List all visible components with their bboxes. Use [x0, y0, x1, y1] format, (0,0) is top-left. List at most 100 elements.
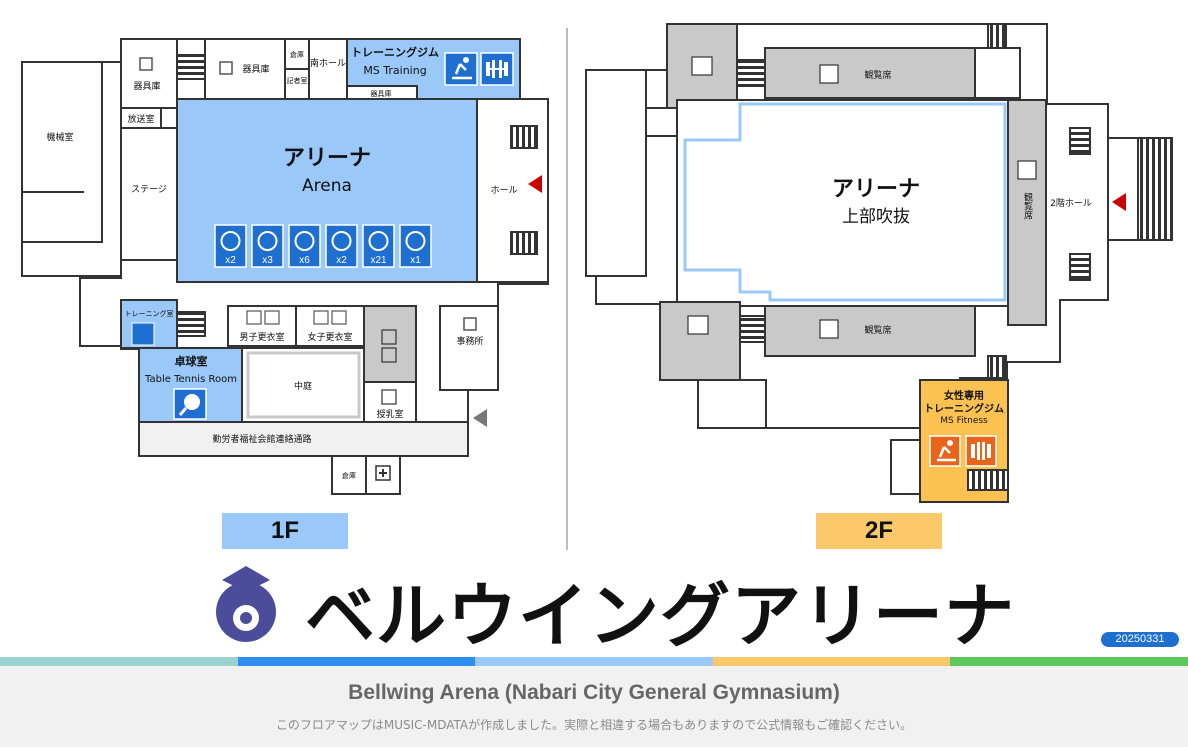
label-corridor: 勤労者福祉会館連絡通路 — [212, 433, 311, 445]
label-hall-2f: 2階ホール — [1050, 198, 1092, 209]
entrance-arrow-icon — [1112, 193, 1126, 211]
label-women-gym-1: 女性専用 — [944, 389, 984, 402]
label-women-gym-2: トレーニングジム — [924, 402, 1004, 415]
label-courtyard: 中庭 — [294, 380, 312, 392]
seat-icon — [819, 64, 839, 84]
label-arena-2f-title: アリーナ — [832, 177, 920, 202]
sport-count-label: x21 — [370, 255, 387, 266]
icons-1f — [139, 57, 477, 481]
label-nursing: 授乳室 — [376, 408, 403, 420]
table-tennis-icon — [362, 224, 395, 268]
corridor-link[interactable] — [138, 421, 469, 457]
room-nursing[interactable] — [363, 381, 417, 423]
seats-right[interactable] — [1007, 99, 1047, 326]
basketball-icon-glyph — [220, 231, 241, 251]
label-arena-sub: Arena — [302, 176, 352, 196]
label-seats-bottom: 観覧席 — [864, 324, 891, 336]
tennis-icon-glyph — [331, 231, 352, 251]
floor-2f — [585, 23, 1173, 503]
label-training-gym-title: トレーニングジム — [351, 45, 439, 59]
strip-segment — [0, 657, 238, 666]
label-training-gym-sub: MS Training — [363, 64, 426, 77]
label-kiguko-small: 器具庫 — [371, 89, 392, 98]
footer-note: このフロアマップはMUSIC-MDATAが作成しました。実際と相違する場合もあり… — [275, 718, 913, 732]
treadmill-icon — [929, 435, 961, 467]
floor-label-2f: 2F — [816, 513, 942, 549]
volleyball-icon-glyph — [257, 231, 278, 251]
training-icon — [131, 322, 155, 346]
strip-segment — [475, 657, 713, 666]
sport-count-label: x1 — [410, 255, 421, 266]
room-kiguko-1[interactable] — [120, 38, 178, 109]
training-gym-icons — [131, 52, 514, 420]
label-training-room: トレーニング室 — [125, 309, 174, 318]
label-table-tennis-sub: Table Tennis Room — [144, 374, 237, 385]
hanger-icon — [246, 310, 262, 325]
label-hosoushitsu: 放送室 — [127, 113, 154, 125]
hanger-icon — [313, 310, 329, 325]
brand-logo-icon — [216, 566, 276, 642]
seats-top[interactable] — [764, 47, 976, 99]
toilet-icon — [691, 56, 713, 76]
storage-icon — [219, 61, 233, 75]
treadmill-icon — [444, 52, 478, 86]
toilet-icon — [381, 329, 397, 345]
table-tennis-icon-glyph — [368, 231, 389, 251]
baby-bottle-icon — [381, 389, 397, 405]
label-arena-2f-sub: 上部吹抜 — [842, 207, 910, 227]
icons-2f — [687, 56, 1037, 467]
label-seats-right: 観覧席 — [1022, 191, 1033, 220]
floor-map: x2 x3 x6 x2 x21 x1 — [21, 23, 1173, 642]
label-table-tennis-title: 卓球室 — [175, 354, 208, 368]
label-minami-hall: 南ホール — [310, 57, 346, 69]
seats-bottom[interactable] — [764, 305, 976, 357]
floor-1f — [21, 38, 549, 495]
label-women-gym-sub: MS Fitness — [940, 416, 988, 426]
seat-icon — [1017, 160, 1037, 180]
wheelchair-icon — [381, 347, 397, 363]
dumbbell-icon — [965, 435, 997, 467]
footer: Bellwing Arena (Nabari City General Gymn… — [0, 666, 1188, 747]
sport-count-label: x2 — [336, 255, 347, 266]
arena-void — [683, 102, 1007, 302]
sport-count-tiles: x2 x3 x6 x2 x21 x1 — [214, 224, 432, 268]
handball-icon-glyph — [405, 231, 426, 251]
version-badge: 20250331 — [1101, 632, 1179, 647]
sport-count-label: x2 — [225, 255, 236, 266]
label-stage: ステージ — [131, 184, 167, 195]
label-kishashitsu: 記者室 — [287, 76, 308, 85]
label-men-locker: 男子更衣室 — [239, 331, 284, 343]
toilet-icon — [687, 315, 709, 335]
label-kiguko-2: 器具庫 — [242, 63, 269, 75]
label-seats-top: 観覧席 — [864, 69, 891, 81]
label-soko-bottom: 倉庫 — [342, 471, 356, 480]
badminton-icon-glyph — [294, 231, 315, 251]
room-toilet-2f-bottom[interactable] — [659, 301, 741, 381]
color-strip — [0, 657, 1188, 666]
entrance-arrow-icon — [473, 409, 487, 427]
strip-segment — [237, 657, 476, 666]
strip-segment — [712, 657, 951, 666]
sport-count-label: x6 — [299, 255, 310, 266]
sport-count-label: x3 — [262, 255, 273, 266]
label-kiguko-1: 器具庫 — [133, 80, 160, 92]
first-aid-icon — [375, 465, 391, 481]
shower-icon — [331, 310, 347, 325]
brand-name: ベルウイングアリーナ — [305, 575, 1015, 657]
seat-icon — [819, 319, 839, 339]
floor-label-1f: 1F — [222, 513, 348, 549]
room-office[interactable] — [439, 305, 499, 391]
label-women-locker: 女子更衣室 — [307, 331, 352, 343]
footer-title: Bellwing Arena (Nabari City General Gymn… — [348, 681, 840, 704]
label-soko-top: 倉庫 — [290, 50, 304, 59]
label-hall: ホール — [490, 185, 517, 196]
label-office: 事務所 — [456, 335, 483, 347]
entrance-arrow-icon — [528, 175, 542, 193]
office-icon — [463, 317, 477, 331]
storage-icon — [139, 57, 153, 71]
label-kikaishitsu: 機械室 — [46, 131, 73, 143]
strip-segment — [950, 657, 1188, 666]
handball-icon — [399, 224, 432, 268]
room-women-locker[interactable] — [295, 305, 365, 347]
shower-icon — [264, 310, 280, 325]
